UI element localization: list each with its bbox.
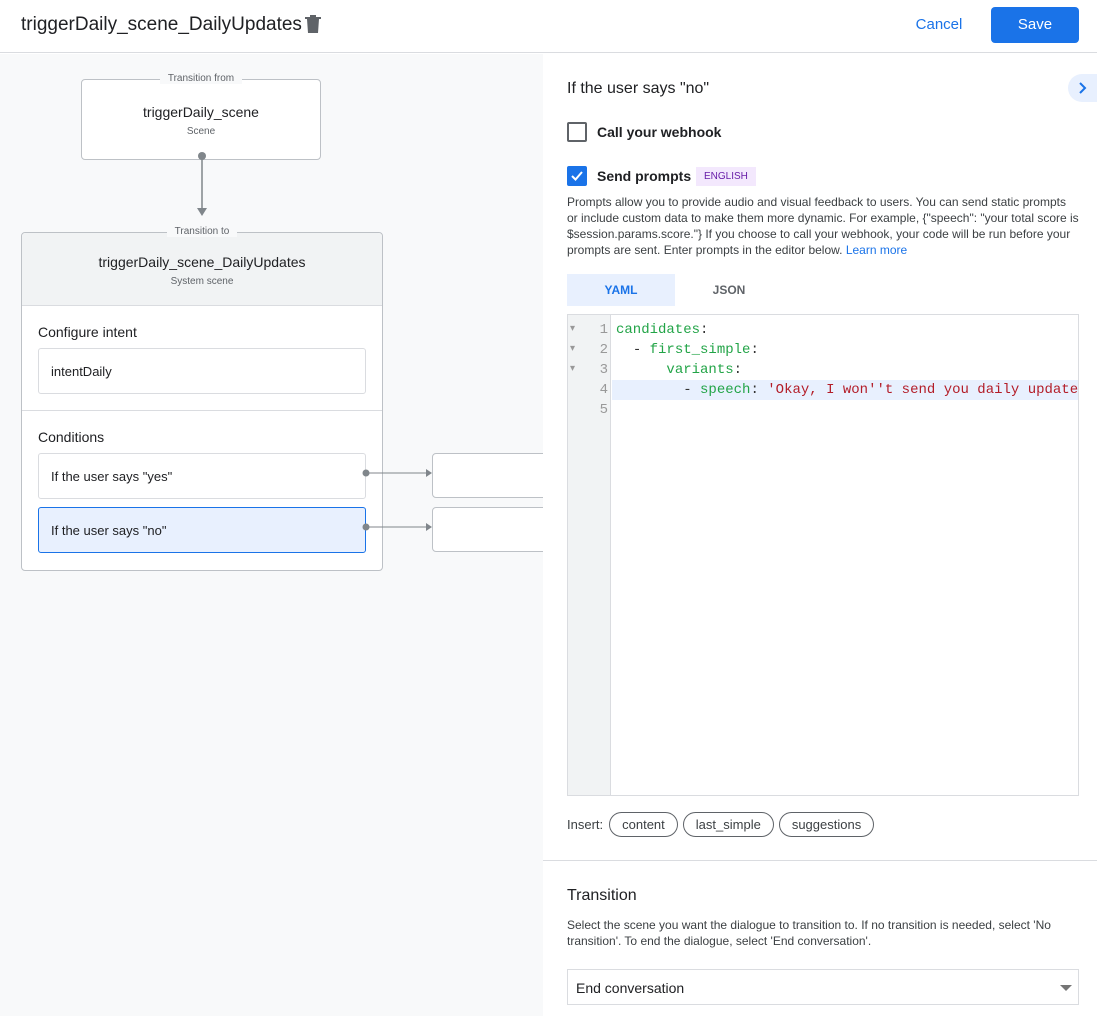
fold-icon[interactable]: ▾ bbox=[570, 364, 576, 375]
yes-target-node[interactable] bbox=[432, 453, 543, 498]
configure-intent-heading: Configure intent bbox=[38, 324, 137, 340]
transition-description: Select the scene you want the dialogue t… bbox=[567, 918, 1051, 948]
webhook-checkbox[interactable] bbox=[567, 122, 587, 142]
active-line-highlight bbox=[612, 380, 1078, 400]
transition-select[interactable]: End conversation bbox=[567, 969, 1079, 1005]
top-bar: triggerDaily_scene_DailyUpdates Cancel S… bbox=[0, 0, 1097, 53]
code-key: first_simple bbox=[649, 342, 751, 358]
conditions-heading: Conditions bbox=[38, 429, 105, 445]
send-prompts-label: Send prompts bbox=[597, 168, 692, 184]
to-scene-name: triggerDaily_scene_DailyUpdates bbox=[98, 254, 306, 270]
trash-icon[interactable] bbox=[304, 14, 322, 34]
condition-panel: If the user says "no" Call your webhook … bbox=[543, 54, 1097, 1016]
code-key: candidates bbox=[616, 322, 701, 338]
dropdown-arrow-icon bbox=[1060, 985, 1072, 991]
insert-label: Insert: bbox=[567, 817, 604, 832]
code-line: variants: bbox=[616, 360, 1078, 380]
code-line: candidates: bbox=[616, 322, 709, 338]
line-number: 4 bbox=[599, 382, 608, 398]
from-scene-type: Scene bbox=[186, 126, 216, 137]
transition-to-legend: Transition to bbox=[166, 226, 238, 237]
scene-graph-canvas: Transition from triggerDaily_scene Scene… bbox=[0, 54, 543, 1016]
code-editor[interactable]: ▾1 ▾2 ▾3 4 5 candidates: - first_simple: var… bbox=[567, 314, 1079, 796]
line-number: ▾3 bbox=[570, 362, 608, 378]
condition-no[interactable]: If the user says "no" bbox=[38, 507, 366, 553]
code-value: 'Okay, I won''t send you daily update bbox=[758, 382, 1078, 398]
insert-suggestions-chip[interactable]: suggestions bbox=[778, 812, 875, 837]
condition-yes[interactable]: If the user says "yes" bbox=[38, 453, 366, 499]
no-target-node[interactable] bbox=[432, 507, 543, 552]
from-scene-name: triggerDaily_scene bbox=[143, 104, 259, 120]
transition-selected-value: End conversation bbox=[576, 980, 685, 996]
code-dash: - bbox=[683, 382, 701, 398]
code-indent bbox=[616, 342, 633, 358]
chevron-right-icon bbox=[1079, 82, 1087, 94]
transition-to-node: Transition to triggerDaily_scene_DailyUp… bbox=[21, 226, 383, 571]
line-number: ▾1 bbox=[570, 322, 608, 338]
code-line: - first_simple: bbox=[616, 340, 1078, 360]
webhook-label: Call your webhook bbox=[597, 124, 722, 140]
insert-last-simple-chip[interactable]: last_simple bbox=[682, 812, 774, 837]
save-button[interactable]: Save bbox=[991, 7, 1079, 43]
panel-heading: If the user says "no" bbox=[567, 80, 710, 97]
cancel-button[interactable]: Cancel bbox=[904, 8, 974, 42]
intent-item[interactable]: intentDaily bbox=[38, 348, 366, 394]
tab-yaml[interactable]: YAML bbox=[567, 274, 675, 306]
code-dash: - bbox=[632, 342, 650, 358]
transition-from-node[interactable]: Transition from triggerDaily_scene Scene bbox=[81, 73, 321, 160]
condition-connectors bbox=[362, 469, 432, 531]
transition-from-legend: Transition from bbox=[159, 73, 243, 84]
code-indent bbox=[616, 382, 683, 398]
line-number: ▾2 bbox=[570, 342, 608, 358]
code-indent bbox=[616, 362, 666, 378]
fold-icon[interactable]: ▾ bbox=[570, 344, 576, 355]
transition-arrow bbox=[197, 152, 207, 216]
language-badge: ENGLISH bbox=[696, 167, 756, 186]
line-number: 5 bbox=[599, 402, 608, 418]
prompts-description: Prompts allow you to provide audio and v… bbox=[567, 195, 1079, 257]
editor-gutter bbox=[568, 315, 611, 795]
code-key: speech bbox=[700, 382, 751, 398]
collapse-panel-button[interactable] bbox=[1068, 74, 1097, 102]
code-line: - speech: 'Okay, I won''t send you daily… bbox=[616, 380, 1078, 400]
learn-more-link[interactable]: Learn more bbox=[845, 243, 908, 257]
insert-content-chip[interactable]: content bbox=[609, 812, 678, 837]
divider bbox=[543, 860, 1097, 861]
code-key: variants bbox=[666, 362, 734, 378]
fold-icon[interactable]: ▾ bbox=[570, 324, 576, 335]
page-title: triggerDaily_scene_DailyUpdates bbox=[21, 14, 302, 35]
tab-json[interactable]: JSON bbox=[712, 283, 746, 297]
to-scene-type: System scene bbox=[170, 276, 234, 287]
transition-heading: Transition bbox=[567, 887, 637, 904]
send-prompts-checkbox[interactable] bbox=[567, 166, 587, 186]
code-line bbox=[616, 400, 1078, 420]
check-icon bbox=[571, 171, 583, 181]
